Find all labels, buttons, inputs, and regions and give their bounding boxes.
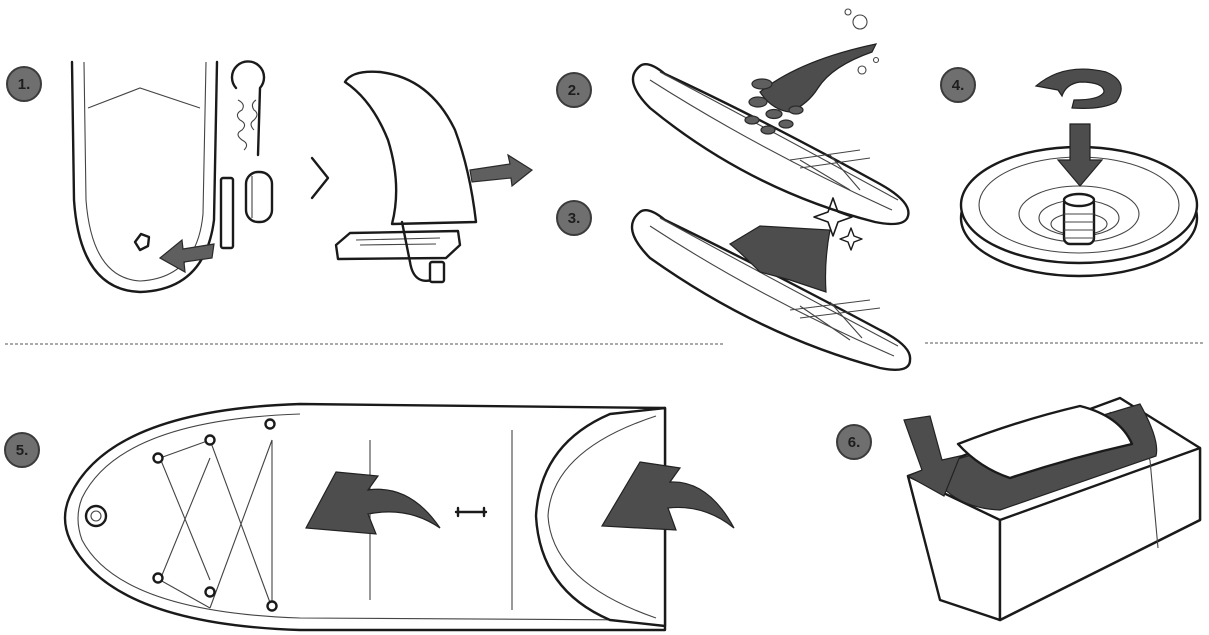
- chevron-right-icon: [312, 158, 328, 198]
- separator-lines: [5, 343, 1205, 344]
- step-6-badge: 6.: [836, 424, 872, 460]
- step-5-badge: 5.: [4, 432, 40, 468]
- step-2-badge: 2.: [556, 72, 592, 108]
- rinse-icon: [745, 9, 879, 134]
- step-4-badge: 4.: [940, 67, 976, 103]
- fin-icon: [336, 72, 532, 282]
- leash-icon: [221, 61, 272, 248]
- step-1-badge: 1.: [6, 66, 42, 102]
- bag-icon: [904, 398, 1200, 620]
- arrow-leash-remove: [160, 240, 214, 272]
- valve-cap-icon: [961, 69, 1197, 276]
- step-3-badge: 3.: [556, 200, 592, 236]
